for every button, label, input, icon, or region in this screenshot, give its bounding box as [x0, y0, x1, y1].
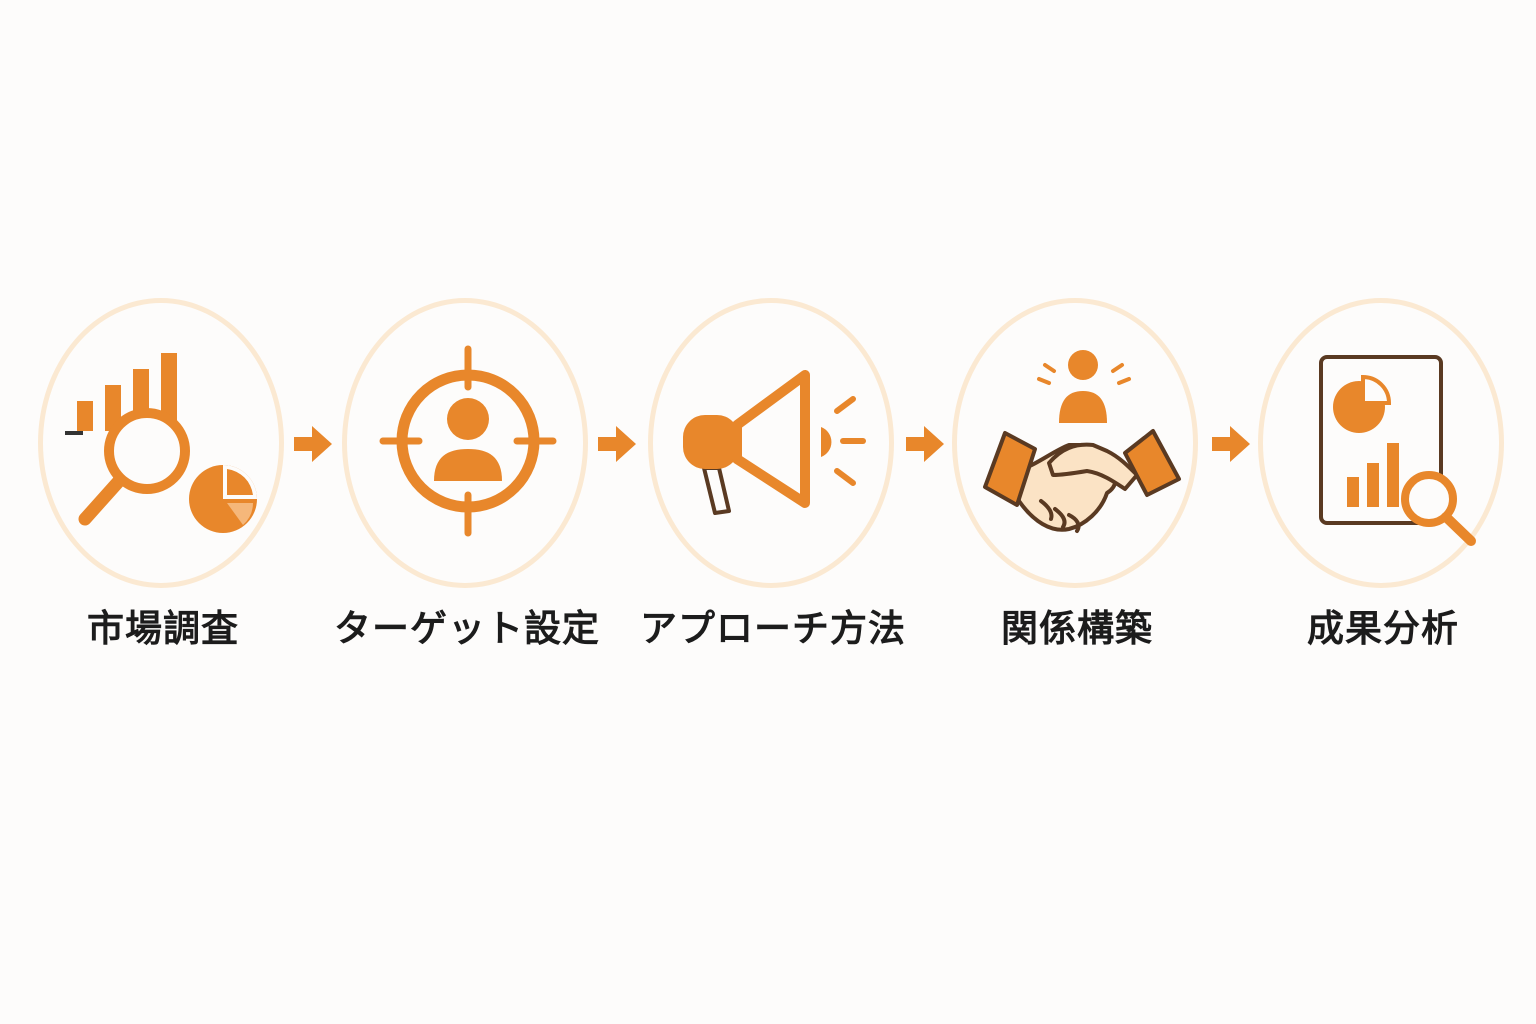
step-label: ターゲット設定: [334, 607, 600, 650]
step-circle: [1258, 298, 1504, 588]
step-circle: [38, 298, 284, 588]
arrow-right-icon: [598, 424, 636, 464]
step-label: 関係構築: [1001, 607, 1153, 650]
step-label: 市場調査: [87, 607, 239, 650]
handshake-icon: [983, 350, 1181, 533]
step-label: 成果分析: [1307, 607, 1459, 650]
target-user-icon: [379, 345, 557, 537]
step-label: アプローチ方法: [640, 607, 906, 650]
arrow-right-icon: [1212, 424, 1250, 464]
report-analysis-icon: [1319, 355, 1476, 546]
megaphone-icon: [683, 370, 866, 515]
step-circle: [952, 298, 1198, 588]
arrow-right-icon: [294, 424, 332, 464]
step-circle: [648, 298, 894, 588]
market-research-icon: [65, 353, 257, 533]
arrow-right-icon: [906, 424, 944, 464]
step-circle: [342, 298, 588, 588]
